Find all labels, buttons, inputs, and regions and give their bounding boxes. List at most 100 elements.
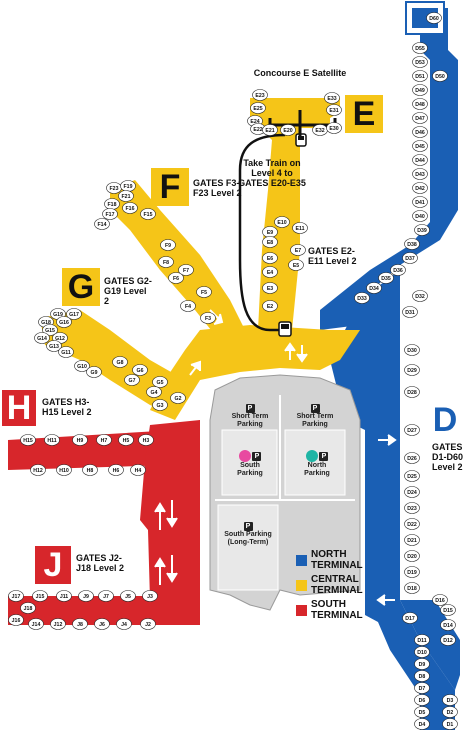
gate-marker — [140, 208, 156, 220]
gate-marker — [442, 694, 458, 706]
gate-marker — [290, 244, 306, 256]
gate-marker — [412, 42, 428, 54]
legend-north-swatch — [296, 555, 307, 566]
gate-h12: H12 — [30, 464, 46, 476]
gate-marker — [178, 264, 194, 276]
concourse-j-gates-info: GATES J2-J18 Level 2 — [76, 553, 125, 574]
gate-f7: F7 — [178, 264, 194, 276]
gate-marker — [120, 590, 136, 602]
gate-d46: D46 — [412, 126, 428, 138]
gate-label: D55 — [415, 46, 425, 52]
gate-marker — [262, 266, 278, 278]
concourse-e-gates-info: GATES E2-E11 Level 2 — [308, 246, 357, 267]
gate-d17: D17 — [402, 612, 418, 624]
gate-marker — [34, 332, 50, 344]
gate-marker — [412, 168, 428, 180]
gate-marker — [440, 619, 456, 631]
gate-label: F4 — [185, 304, 191, 310]
gate-label: D25 — [407, 474, 417, 480]
gate-label: D31 — [405, 310, 415, 316]
gate-label: D19 — [407, 570, 417, 576]
gate-f17: F17 — [102, 208, 118, 220]
gate-g15: G15 — [42, 324, 58, 336]
gate-label: J4 — [121, 622, 127, 628]
gate-f16: F16 — [122, 202, 138, 214]
gate-label: J8 — [77, 622, 83, 628]
gate-marker — [404, 452, 420, 464]
gate-f4: F4 — [180, 300, 196, 312]
gate-marker — [404, 424, 420, 436]
gate-j11: J11 — [56, 590, 72, 602]
gate-d49: D49 — [412, 84, 428, 96]
gate-marker — [46, 340, 62, 352]
gate-marker — [180, 300, 196, 312]
gate-label: J12 — [54, 622, 63, 628]
gate-e21: E21 — [262, 124, 278, 136]
gate-label: G7 — [129, 378, 136, 384]
gate-label: D18 — [407, 586, 417, 592]
gate-marker — [324, 92, 340, 104]
gate-j2: J2 — [140, 618, 156, 630]
gate-label: E25 — [253, 106, 262, 112]
gate-f23: F23 — [106, 182, 122, 194]
gate-marker — [8, 614, 24, 626]
gate-label: D42 — [415, 186, 425, 192]
gate-label: G6 — [137, 368, 144, 374]
gate-marker — [414, 718, 430, 730]
gate-marker — [412, 196, 428, 208]
gate-label: G14 — [37, 336, 47, 342]
gate-j17: J17 — [8, 590, 24, 602]
gate-marker — [140, 618, 156, 630]
gate-e5: E5 — [288, 259, 304, 271]
gate-label: G11 — [61, 350, 71, 356]
gate-marker — [326, 122, 342, 134]
gate-marker — [56, 464, 72, 476]
gate-d8: D8 — [414, 670, 430, 682]
gate-label: D44 — [415, 158, 425, 164]
gate-marker — [44, 434, 60, 446]
gate-d10: D10 — [414, 646, 430, 658]
gate-label: H15 — [23, 438, 33, 444]
gate-label: J11 — [60, 594, 68, 600]
gate-label: D47 — [415, 116, 425, 122]
gate-marker — [32, 590, 48, 602]
legend-south-swatch — [296, 605, 307, 616]
gate-e9: E9 — [262, 226, 278, 238]
gate-d45: D45 — [412, 140, 428, 152]
gate-marker — [152, 399, 168, 411]
gate-marker — [274, 216, 290, 228]
gate-j5: J5 — [120, 590, 136, 602]
gate-d30: D30 — [404, 344, 420, 356]
concourse-j-badge: J — [35, 546, 71, 584]
gate-j16: J16 — [8, 614, 24, 626]
gate-marker — [412, 210, 428, 222]
gate-label: D11 — [417, 638, 426, 644]
gate-j12: J12 — [50, 618, 66, 630]
gate-marker — [8, 590, 24, 602]
gate-d4: D4 — [414, 718, 430, 730]
gate-marker — [158, 256, 174, 268]
gate-d25: D25 — [404, 470, 420, 482]
gate-label: E2 — [267, 304, 273, 310]
gate-label: J2 — [145, 622, 151, 628]
gate-marker — [414, 706, 430, 718]
gate-marker — [288, 259, 304, 271]
gate-marker — [412, 182, 428, 194]
gate-label: G5 — [157, 380, 164, 386]
gate-marker — [152, 376, 168, 388]
gate-d27: D27 — [404, 424, 420, 436]
gate-marker — [42, 324, 58, 336]
gate-marker — [404, 238, 420, 250]
gate-label: H9 — [77, 438, 84, 444]
gate-marker — [108, 464, 124, 476]
gate-d33: D33 — [354, 292, 370, 304]
gate-label: H10 — [59, 468, 69, 474]
gate-marker — [132, 364, 148, 376]
gate-label: J15 — [36, 594, 45, 600]
gate-marker — [366, 282, 382, 294]
gate-label: D16 — [435, 598, 445, 604]
gate-label: H12 — [33, 468, 43, 474]
gate-marker — [56, 590, 72, 602]
